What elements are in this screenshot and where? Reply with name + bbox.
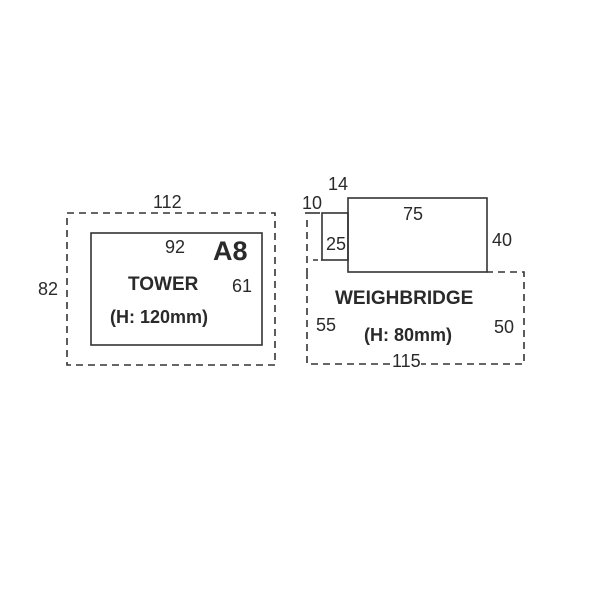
weighbridge-upper-box <box>347 197 488 273</box>
small-box-width-label: 14 <box>328 174 349 194</box>
upper-box-width-label: 75 <box>403 204 424 224</box>
weighbridge-left-height-label: 55 <box>316 315 337 335</box>
weighbridge-right-height-label: 50 <box>494 317 515 337</box>
upper-box-height-label: 40 <box>492 230 513 250</box>
weighbridge-outer-boundary <box>306 271 525 365</box>
tower-building-outline <box>90 232 263 346</box>
tower-height-note: (H: 120mm) <box>110 307 209 327</box>
tower-outer-height-label: 82 <box>38 279 59 299</box>
tower-inner-width-label: 92 <box>165 237 186 257</box>
tower-name-label: TOWER <box>128 274 199 295</box>
weighbridge-bottom-width-label: 115 <box>392 351 421 371</box>
tower-outer-width-label: 112 <box>153 192 182 212</box>
small-box-height-label: 25 <box>326 234 347 254</box>
weighbridge-name-label: WEIGHBRIDGE <box>335 288 474 309</box>
weighbridge-height-note: (H: 80mm) <box>364 325 453 345</box>
offset-label: 10 <box>302 193 323 213</box>
tower-inner-height-label: 61 <box>232 276 253 296</box>
tower-code-label: A8 <box>213 236 248 266</box>
